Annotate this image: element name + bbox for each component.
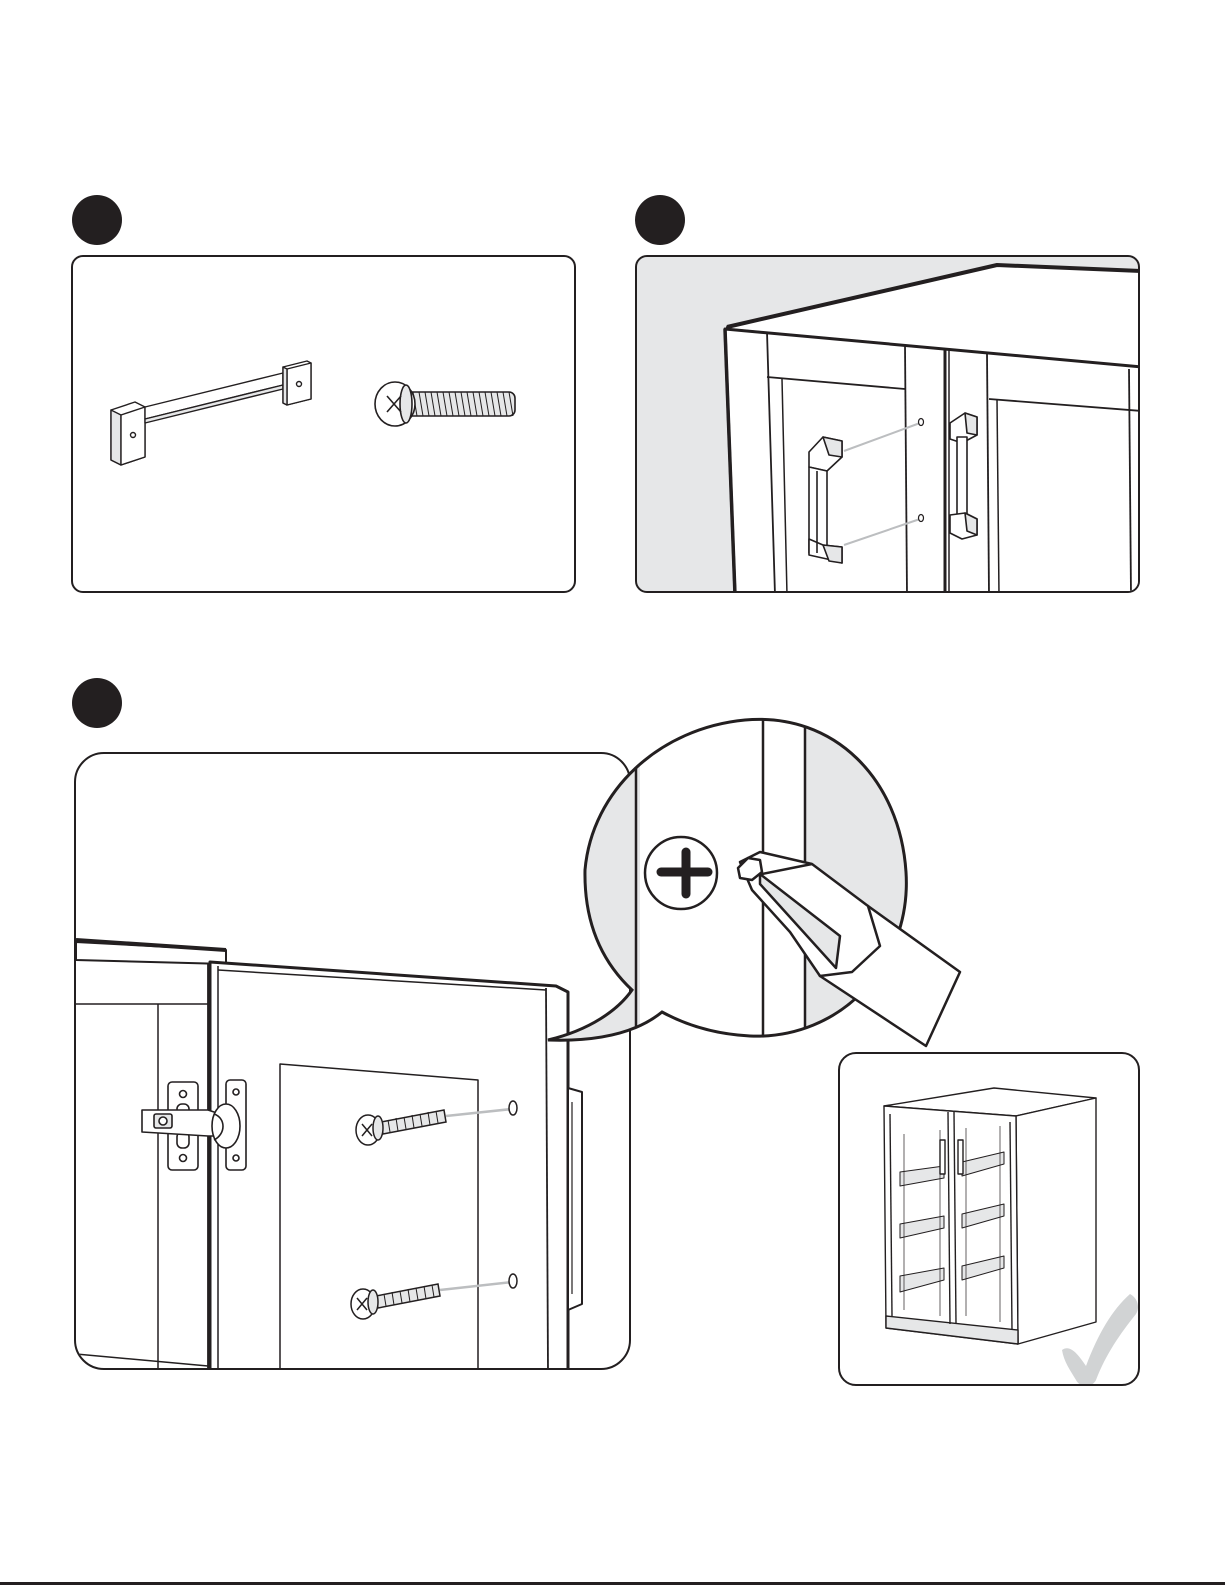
result-panel [838, 1052, 1140, 1386]
screw-install-panel [74, 752, 631, 1370]
step-2-marker [635, 195, 685, 245]
handle-placement-panel [635, 255, 1140, 593]
screwdriver-icon [738, 852, 960, 1046]
finished-cabinet-illustration [840, 1054, 1140, 1386]
phillips-hole-icon [645, 837, 717, 909]
cabinet-front-illustration [637, 257, 1140, 593]
step-1-marker [72, 195, 122, 245]
cabinet-icon [884, 1088, 1096, 1344]
parts-panel [71, 255, 576, 593]
screw-icon [375, 382, 515, 426]
step-3-marker [72, 678, 122, 728]
handle-icon [111, 361, 311, 465]
parts-illustration [73, 257, 576, 593]
door-back-illustration [76, 754, 631, 1370]
